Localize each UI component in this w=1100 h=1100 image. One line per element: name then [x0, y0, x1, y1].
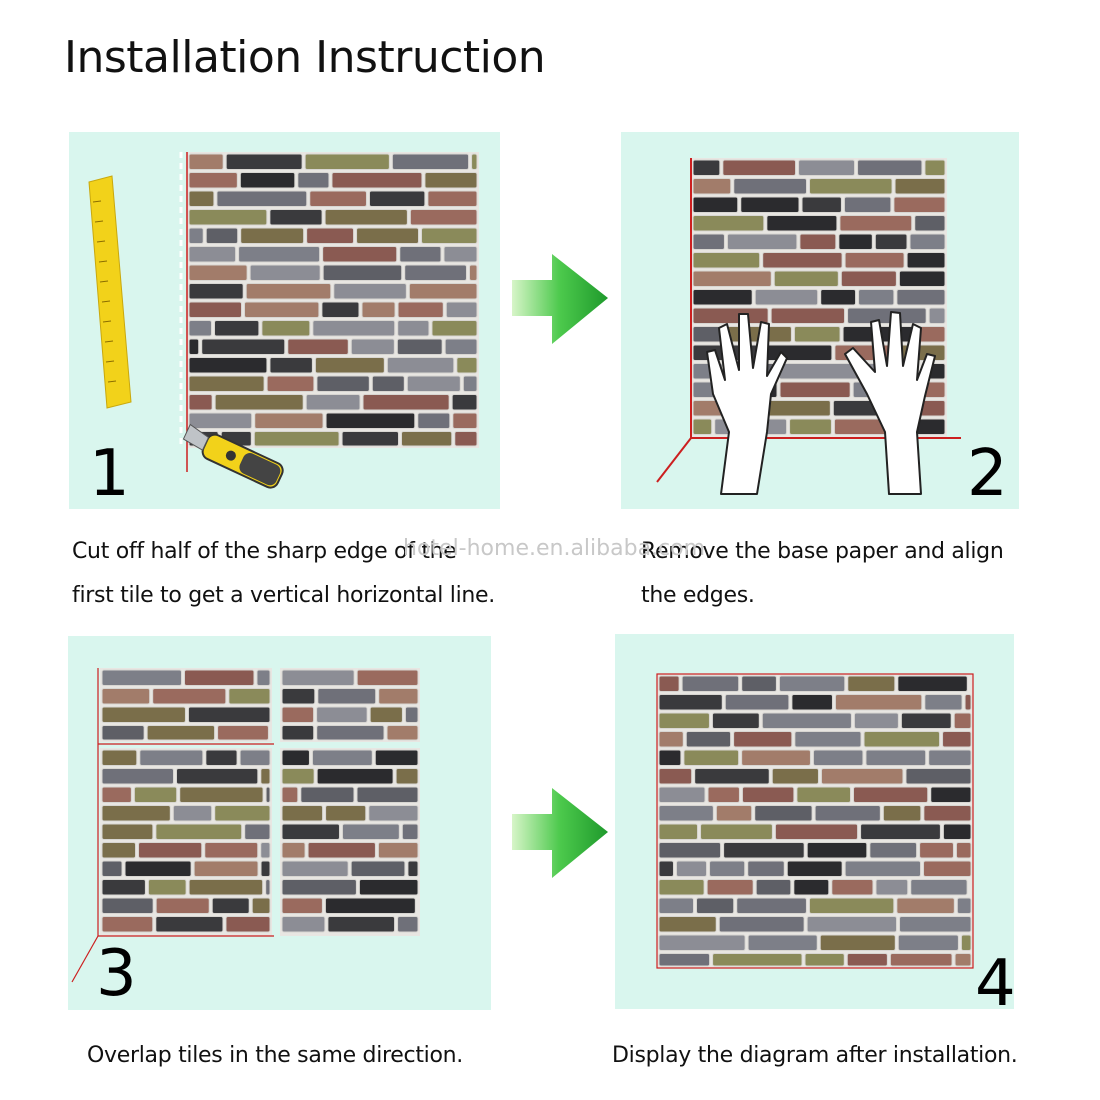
step-4-illustration: [656, 673, 974, 969]
step-3-caption: Overlap tiles in the same direction.: [87, 1034, 463, 1078]
step-3-panel: 3: [68, 636, 491, 1010]
arrow-right-icon: [512, 788, 608, 878]
caption-line: Remove the base paper and align: [641, 539, 1004, 564]
step-4-caption: Display the diagram after installation.: [612, 1034, 1018, 1078]
watermark: hotel-home.en.alibaba.com: [403, 536, 706, 561]
caption-line: Cut off half of the sharp edge of the: [72, 539, 457, 564]
step-number: 3: [96, 937, 137, 1010]
ruler-icon: [88, 175, 132, 409]
step-number: 1: [89, 437, 130, 509]
utility-knife-icon: [182, 423, 284, 489]
step-3-illustration: [71, 668, 420, 983]
step-2-panel: 2: [621, 132, 1019, 509]
hands-icon: [706, 311, 936, 495]
page-title: Installation Instruction: [64, 32, 546, 83]
step-2-illustration: [656, 158, 961, 495]
step-1-illustration: [88, 152, 479, 489]
caption-line: the edges.: [641, 583, 755, 608]
caption-line: Display the diagram after installation.: [612, 1043, 1018, 1068]
arrow-right-icon: [512, 254, 608, 344]
caption-line: first tile to get a vertical horizontal …: [72, 583, 495, 608]
step-number: 2: [967, 437, 1008, 509]
step-1-panel: 1: [69, 132, 500, 509]
step-number: 4: [975, 947, 1014, 1009]
caption-line: Overlap tiles in the same direction.: [87, 1043, 463, 1068]
step-4-panel: 4: [615, 634, 1014, 1009]
step-2-caption: Remove the base paper and align the edge…: [641, 530, 1004, 618]
step-1-caption: Cut off half of the sharp edge of the fi…: [72, 530, 495, 618]
